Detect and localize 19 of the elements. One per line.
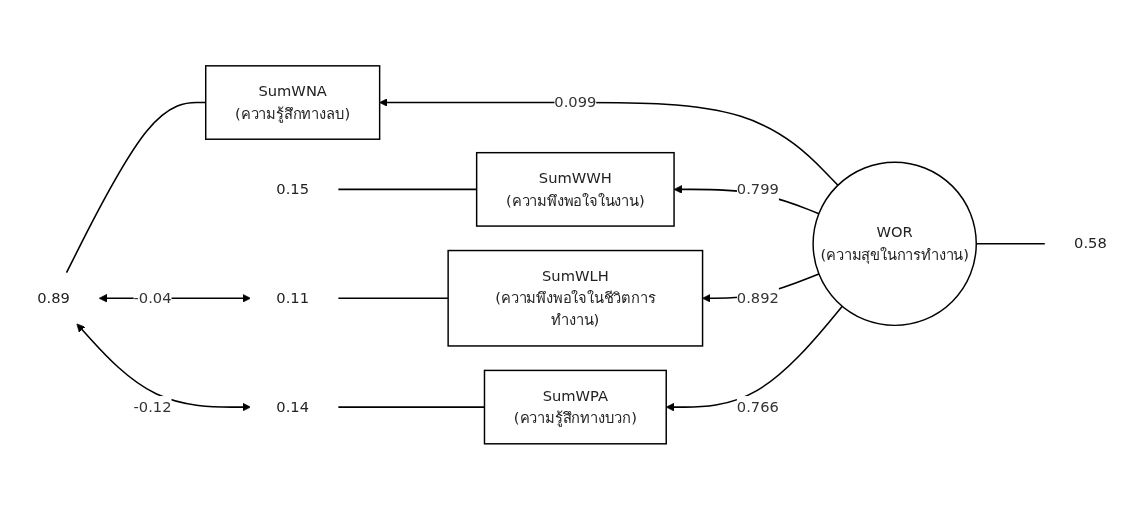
node-box: SumWLH (ความพึงพอใจในชีวิตการทำงาน) xyxy=(447,249,704,347)
node-text: 0.11 xyxy=(276,289,310,307)
edge-label: 0.892 xyxy=(736,289,779,307)
node-text: 0.89 xyxy=(37,289,70,307)
node-box: SumWPA (ความรู้สึกทางบวก) xyxy=(483,369,667,445)
edge-label: 0.799 xyxy=(736,180,779,199)
edge-label: 0.099 xyxy=(554,93,597,112)
node-text: 0.14 xyxy=(276,398,310,416)
connector xyxy=(337,297,449,300)
edge-label: -0.04 xyxy=(133,289,172,307)
node-text: 0.58 xyxy=(1074,234,1107,253)
edge-label: 0.766 xyxy=(736,398,779,416)
node-box: SumWWH (ความพึงพอใจในงาน) xyxy=(475,152,675,227)
arrow xyxy=(76,323,251,412)
node-text: 0.15 xyxy=(276,180,310,199)
arrow xyxy=(379,98,839,187)
node-box: SumWNA (ความรู้สึกทางลบ) xyxy=(205,65,381,141)
node-circle: WOR (ความสุขในการทำงาน) xyxy=(812,161,977,327)
edge-label: -0.12 xyxy=(133,398,172,416)
